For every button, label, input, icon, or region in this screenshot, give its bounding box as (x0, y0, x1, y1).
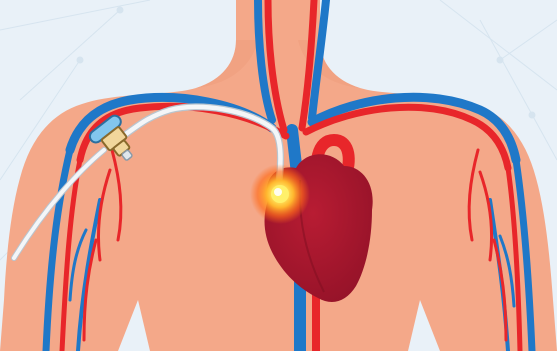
catheter-tip-glow-icon (250, 164, 310, 224)
